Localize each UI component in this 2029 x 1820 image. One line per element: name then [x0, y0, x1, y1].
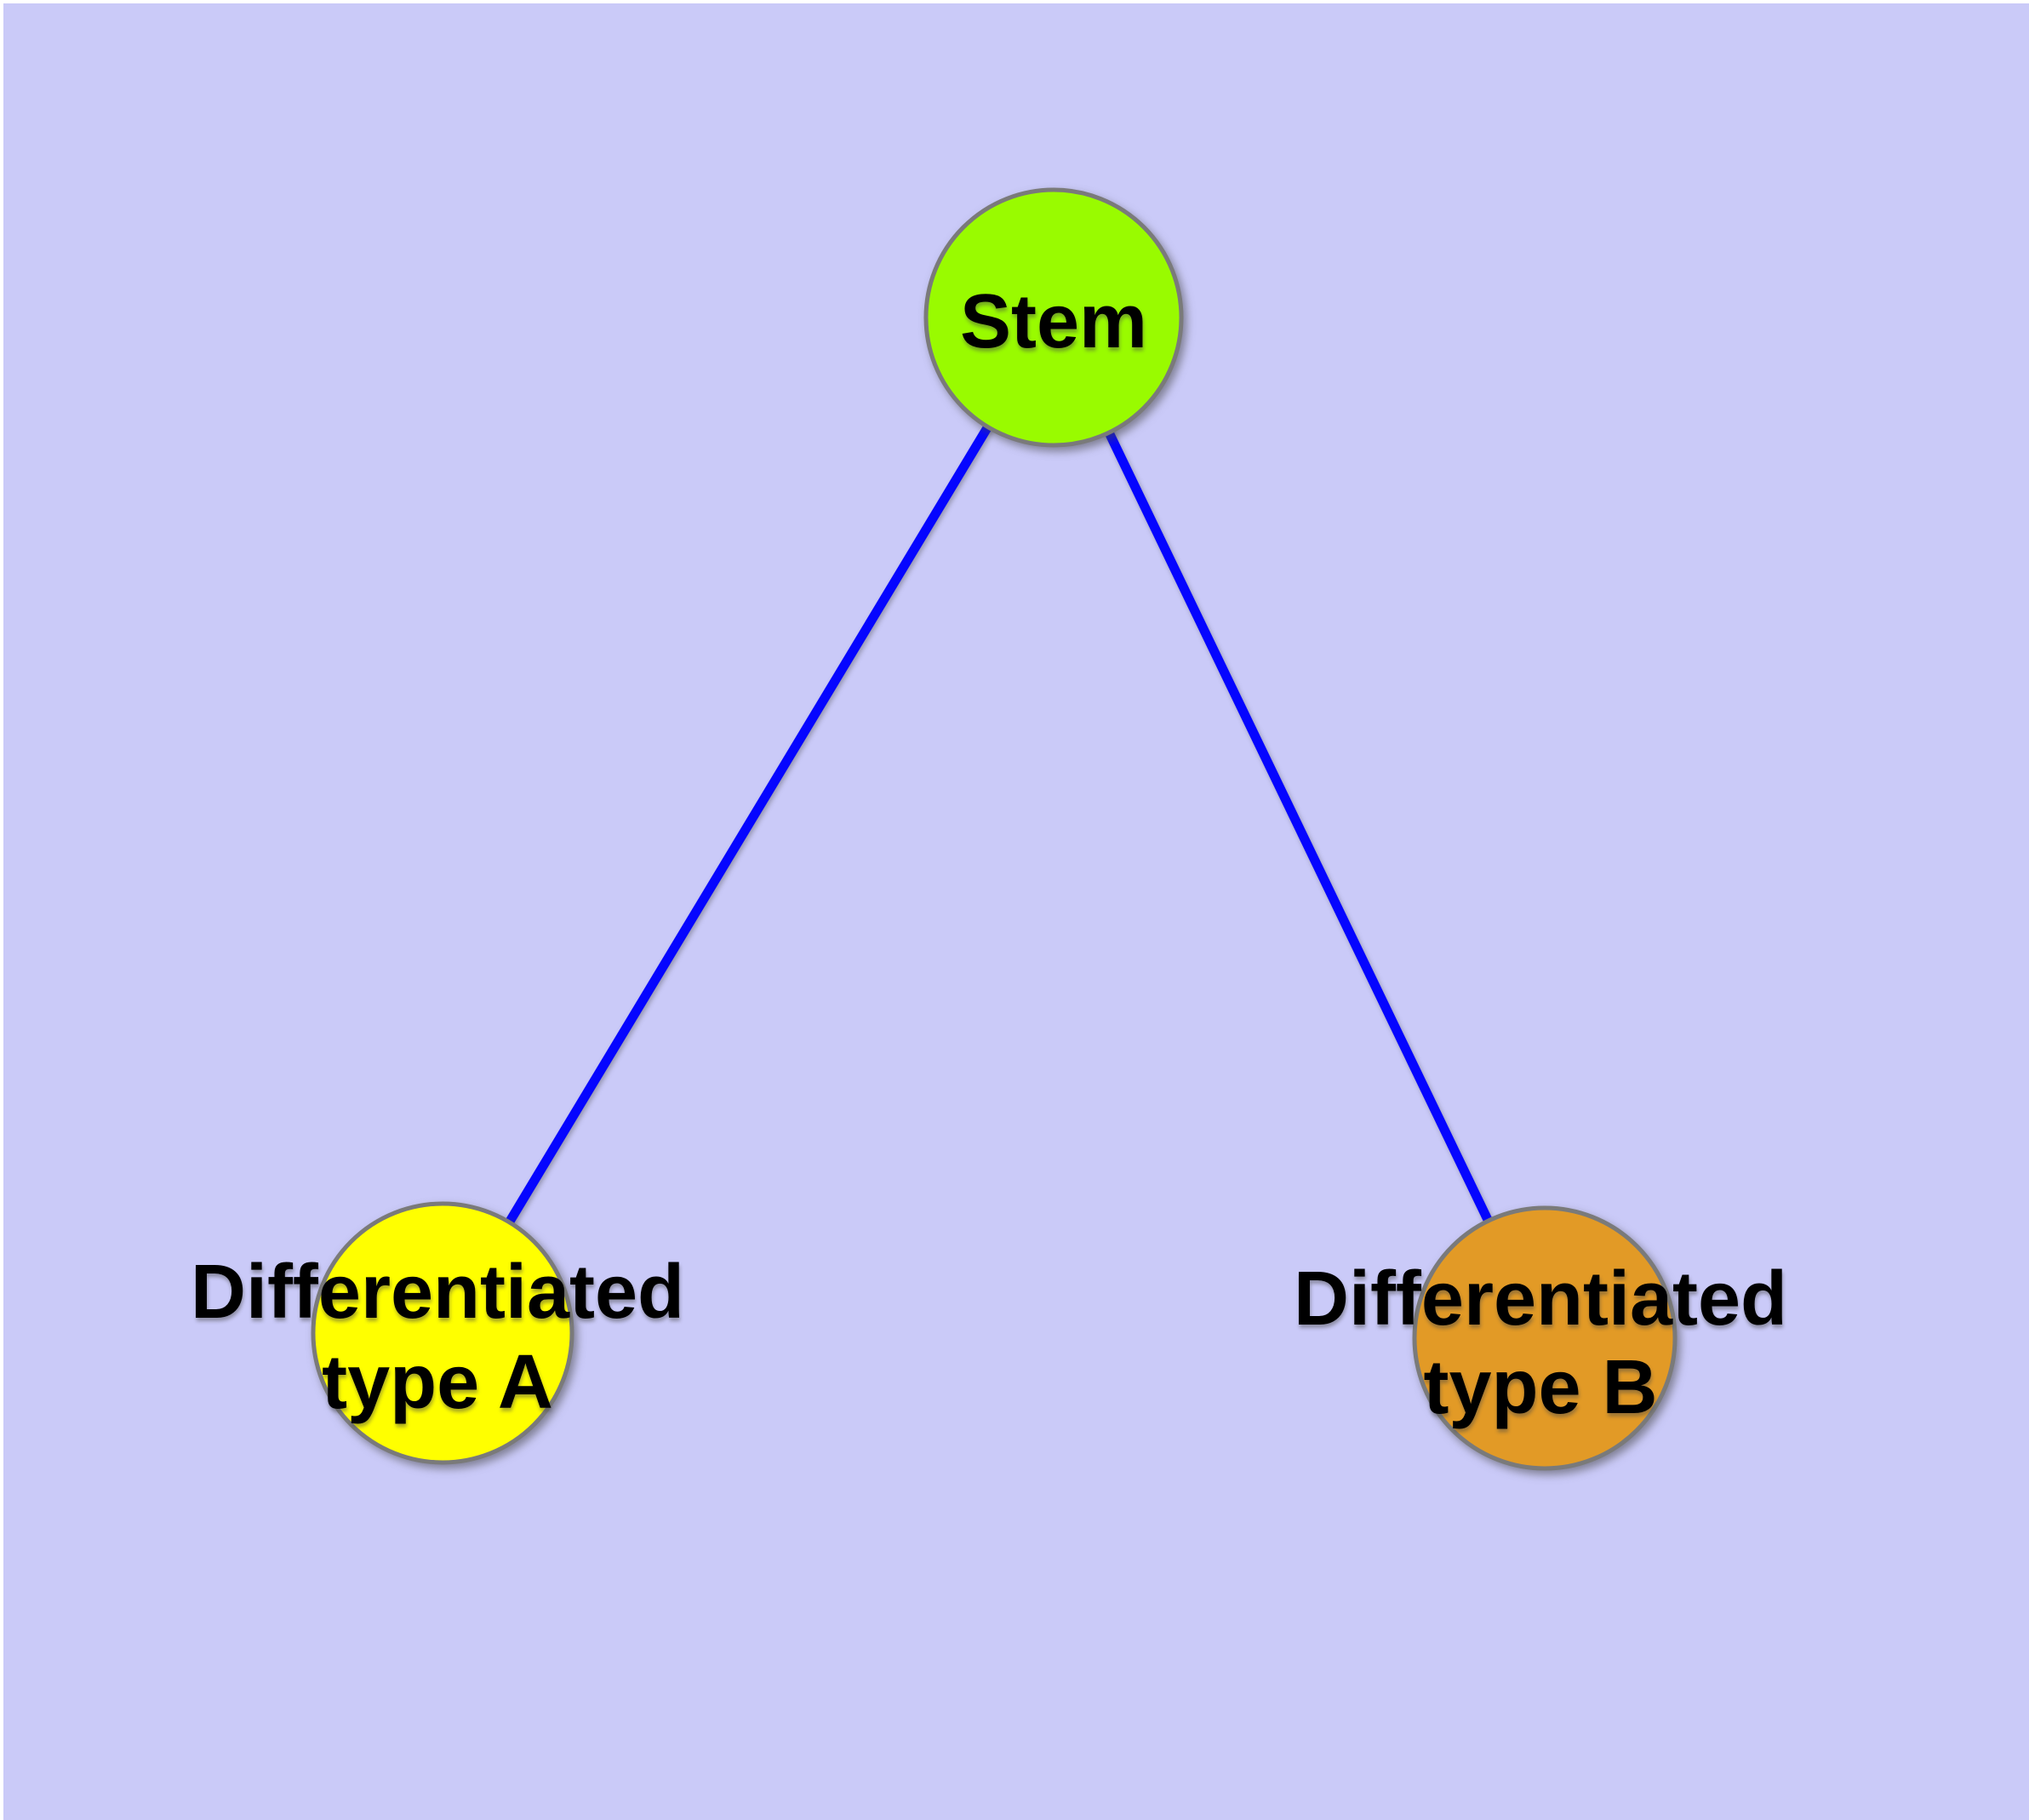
type-b-node-label: Differentiated type B: [1294, 1256, 1787, 1430]
node-type-a-circle: [311, 1201, 574, 1465]
stem-node-label: Stem: [960, 279, 1147, 364]
type-b-label-line2: type B: [1423, 1345, 1657, 1430]
node-layer: [311, 187, 1677, 1471]
node-stem-circle: [923, 187, 1184, 448]
edge-layer: [438, 315, 1549, 1341]
type-a-label-line2: type A: [322, 1340, 553, 1425]
type-a-node-label: Differentiated type A: [191, 1250, 684, 1425]
label-layer: Stem Differentiated type A Differentiate…: [191, 279, 1787, 1430]
edge-stem-to-type-b: [1049, 315, 1549, 1341]
edge-stem-to-type-a: [438, 315, 1058, 1336]
type-a-label-line1: Differentiated: [191, 1250, 684, 1335]
type-b-label-line1: Differentiated: [1294, 1256, 1787, 1342]
node-type-b-circle: [1412, 1205, 1677, 1471]
